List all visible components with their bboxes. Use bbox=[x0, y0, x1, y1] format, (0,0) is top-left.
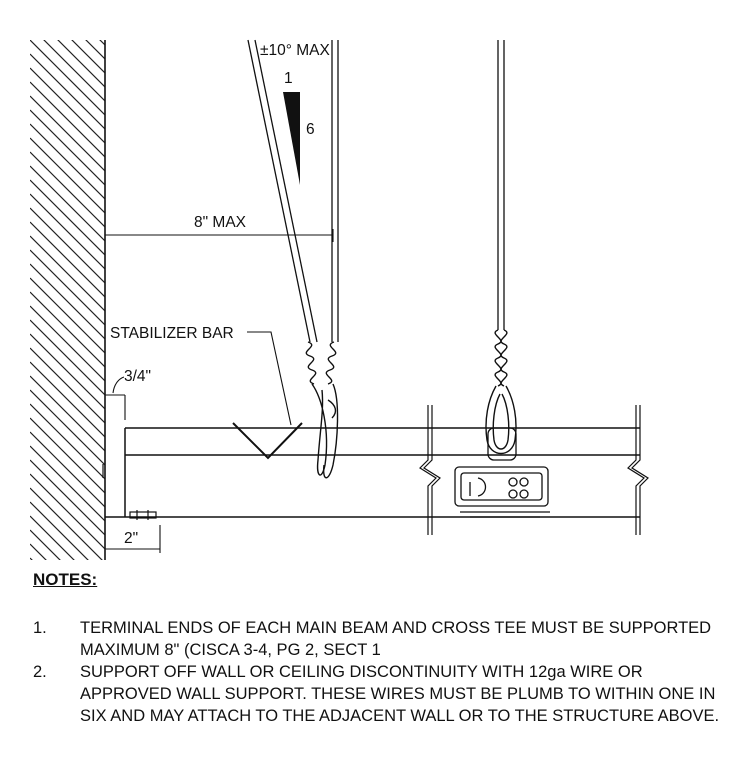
beam-connection-clip bbox=[454, 427, 550, 518]
slope-rise-label: 1 bbox=[284, 70, 293, 87]
wall-hatch bbox=[30, 40, 105, 560]
wire-twist-left bbox=[305, 341, 339, 479]
stabilizer-bar bbox=[232, 422, 303, 460]
slope-run-label: 6 bbox=[306, 121, 315, 138]
main-beam bbox=[105, 427, 640, 518]
wire-twist-center bbox=[485, 329, 517, 455]
edge-gap-dimension bbox=[105, 376, 126, 420]
center-hanger-wire bbox=[497, 40, 505, 330]
note-text: TERMINAL ENDS OF EACH MAIN BEAM AND CROS… bbox=[80, 617, 733, 661]
stabilizer-label: STABILIZER BAR bbox=[110, 325, 234, 342]
edge-gap-label: 3/4" bbox=[124, 368, 151, 385]
cross-tee-break-lines bbox=[419, 405, 649, 535]
note-number: 2. bbox=[33, 663, 47, 681]
note-item: 1. TERMINAL ENDS OF EACH MAIN BEAM AND C… bbox=[33, 617, 733, 661]
end-distance-dimension bbox=[105, 525, 161, 553]
perimeter-clip bbox=[102, 464, 157, 520]
note-text: SUPPORT OFF WALL OR CEILING DISCONTINUIT… bbox=[80, 661, 733, 727]
stabilizer-leader bbox=[247, 331, 292, 426]
note-line: APPROVED WALL SUPPORT. THESE WIRES MUST … bbox=[80, 685, 716, 703]
angled-hanger-wire bbox=[247, 39, 318, 343]
notes-heading: NOTES: bbox=[33, 570, 98, 589]
max-distance-label: 8" MAX bbox=[194, 214, 247, 231]
slope-triangle bbox=[283, 92, 300, 185]
note-line: MAXIMUM 8" (CISCA 3-4, PG 2, SECT 1 bbox=[80, 641, 381, 659]
angle-label: ±10° MAX bbox=[260, 42, 331, 59]
note-item: 2. SUPPORT OFF WALL OR CEILING DISCONTIN… bbox=[33, 661, 733, 727]
notes-section: NOTES: 1. TERMINAL ENDS OF EACH MAIN BEA… bbox=[33, 569, 733, 727]
note-number: 1. bbox=[33, 619, 47, 637]
note-line: TERMINAL ENDS OF EACH MAIN BEAM AND CROS… bbox=[80, 619, 712, 637]
ceiling-wire-support-detail: ±10° MAX 1 6 8" MAX STABILIZER BAR bbox=[30, 39, 649, 560]
max-distance-dimension bbox=[105, 229, 334, 242]
note-line: SUPPORT OFF WALL OR CEILING DISCONTINUIT… bbox=[80, 663, 643, 681]
plumb-hanger-wire bbox=[331, 40, 339, 342]
note-line: SIX AND MAY ATTACH TO THE ADJACENT WALL … bbox=[80, 707, 720, 725]
end-distance-label: 2" bbox=[124, 530, 138, 547]
